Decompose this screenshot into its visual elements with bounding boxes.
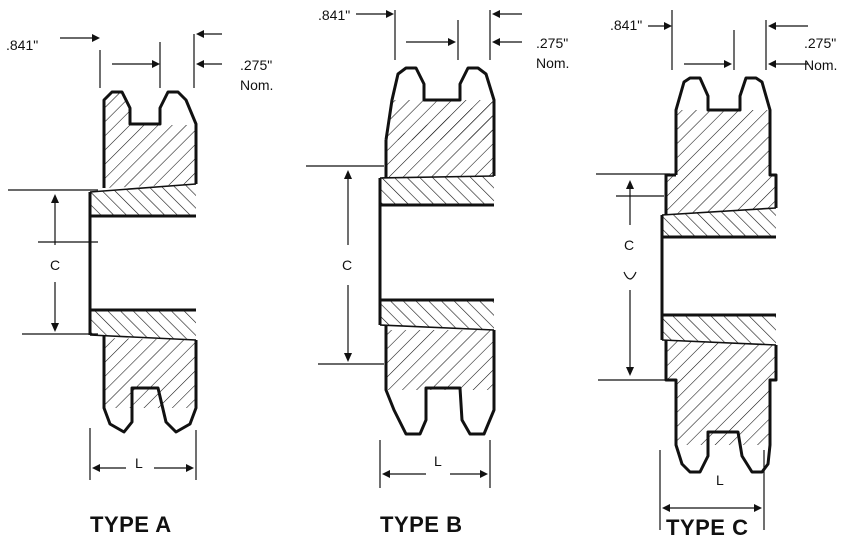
type-c-title: TYPE C xyxy=(666,515,748,539)
type-a-l-label: L xyxy=(135,455,143,471)
type-a-tooth-gap-label: .275" xyxy=(240,57,272,73)
type-b-tooth-gap-label: .275" xyxy=(536,35,568,51)
type-a-sprocket xyxy=(8,30,222,480)
type-b-tooth-width-label: .841" xyxy=(318,7,350,23)
type-b-sprocket xyxy=(306,10,522,488)
type-b-nom-label: Nom. xyxy=(536,55,569,71)
type-a-c-label: C xyxy=(50,257,60,273)
type-a-title: TYPE A xyxy=(90,512,172,537)
type-b-title-text: TYPE B xyxy=(380,512,462,537)
type-c-tooth-gap-label: .275" xyxy=(804,35,836,51)
type-c-l-label: L xyxy=(716,472,724,488)
type-c-c-label: C xyxy=(624,237,634,253)
type-b-c-label: C xyxy=(342,257,352,273)
type-a-tooth-width-label: .841" xyxy=(6,37,38,53)
type-b-l-label: L xyxy=(434,453,442,469)
type-a-nom-label: Nom. xyxy=(240,77,273,93)
type-c-tooth-width-label: .841" xyxy=(610,17,642,33)
type-c-nom-label: Nom. xyxy=(804,57,837,73)
type-c-sprocket xyxy=(596,10,808,530)
